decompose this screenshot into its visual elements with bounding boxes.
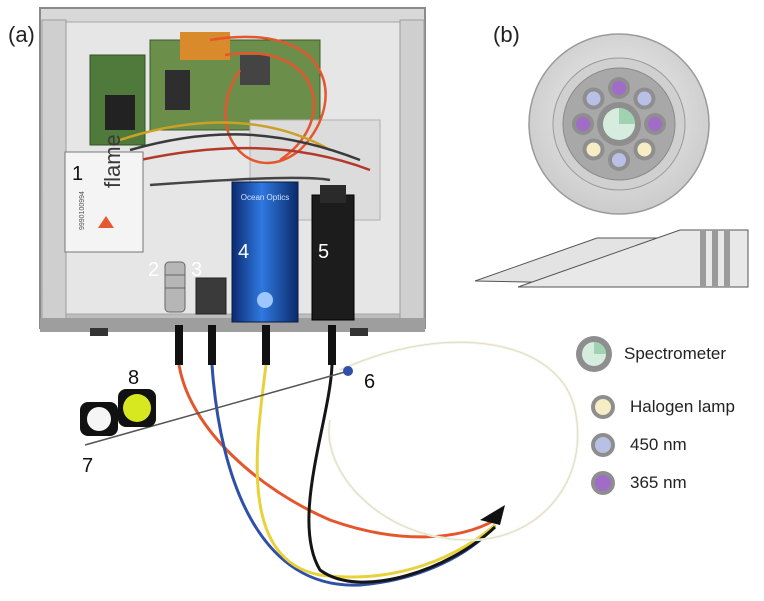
black-fiber — [307, 364, 497, 584]
device-serial-text: 9990100994 — [79, 191, 86, 230]
light-source-5 — [311, 185, 355, 321]
panel-label-b: (b) — [493, 22, 520, 47]
fiber-connectors — [175, 325, 336, 365]
ring-fiber-core-nm365 — [612, 81, 626, 95]
ring-fiber-core-nm450 — [637, 91, 652, 106]
probe-tip — [480, 505, 505, 525]
probe-rod-6 — [84, 366, 353, 446]
legend-450nm: 450 nm — [630, 435, 687, 454]
component-label-4: 4 — [238, 241, 249, 263]
ring-fiber-core-nm450 — [612, 153, 626, 167]
red-fiber — [177, 364, 496, 539]
white-reference-tile — [80, 402, 118, 436]
ring-fiber-core-nm450 — [586, 91, 601, 106]
brand-text: Ocean Optics — [241, 193, 289, 202]
connector-2 — [164, 261, 186, 313]
ring-fiber-core-nm365 — [576, 117, 590, 131]
component-label-7: 7 — [82, 455, 93, 477]
fiber-cables — [177, 340, 579, 587]
connector-3 — [195, 277, 227, 315]
panel-label-a: (a) — [8, 22, 35, 47]
legend-365nm: 365 nm — [630, 473, 687, 492]
component-label-2: 2 — [148, 259, 159, 281]
probe-face-diagram — [528, 33, 710, 215]
ring-fiber-core-halogen — [586, 142, 601, 157]
component-label-1: 1 — [72, 163, 83, 185]
component-label-6: 6 — [364, 371, 375, 393]
legend-spectrometer: Spectrometer — [624, 344, 727, 363]
ring-fiber-core-nm365 — [648, 117, 662, 131]
internal-wiring — [119, 35, 371, 187]
yellow-fiber — [255, 364, 496, 579]
spectrometer-module: flame 9990100994 — [64, 134, 144, 253]
ring-fiber-core-halogen — [637, 142, 652, 157]
light-source-4: Ocean Optics — [231, 181, 299, 323]
probe-side-view — [474, 229, 749, 288]
flame-logo-icon — [98, 216, 114, 228]
circuit-board-left — [89, 54, 146, 146]
component-label-8: 8 — [128, 367, 139, 389]
component-label-5: 5 — [318, 241, 329, 263]
circuit-board-top — [149, 32, 321, 131]
device-flame-text: flame — [100, 134, 125, 188]
component-label-3: 3 — [191, 259, 202, 281]
legend-halogen: Halogen lamp — [630, 397, 735, 416]
legend-symbols — [576, 336, 615, 495]
yellow-reference-tile-8 — [118, 389, 156, 427]
